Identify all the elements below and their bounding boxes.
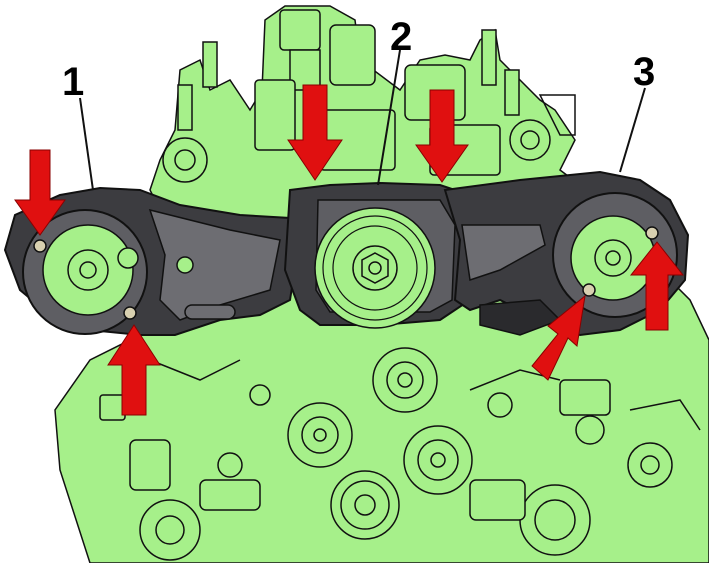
arrow-up-right-bolt	[531, 294, 586, 381]
timing-cover-left	[3, 186, 302, 336]
callout-2: 2	[390, 15, 412, 59]
timing-cover-right	[443, 170, 690, 337]
timing-cover-center	[283, 181, 492, 329]
leader-line-1	[79, 97, 94, 191]
arrow-down-center-right	[415, 89, 469, 183]
arrow-up-right-cover	[629, 241, 685, 331]
arrow-down-left-bolt	[14, 149, 66, 236]
leader-line-2	[377, 49, 401, 186]
callout-lines	[79, 49, 646, 191]
lower-accessories	[99, 347, 701, 561]
arrow-up-left-bolt	[107, 324, 161, 416]
arrows	[14, 84, 685, 416]
bolt-left-bottom	[123, 306, 137, 320]
leader-line-3	[619, 87, 646, 173]
callout-1: 1	[62, 60, 84, 104]
callout-3: 3	[633, 50, 655, 94]
arrow-down-center-left	[287, 84, 343, 181]
bolt-left-top	[33, 239, 47, 253]
lower-sprocket	[330, 470, 400, 540]
cover-bolts	[33, 226, 659, 320]
bolt-right-right	[645, 226, 659, 240]
bolt-right-bottom	[582, 283, 596, 297]
